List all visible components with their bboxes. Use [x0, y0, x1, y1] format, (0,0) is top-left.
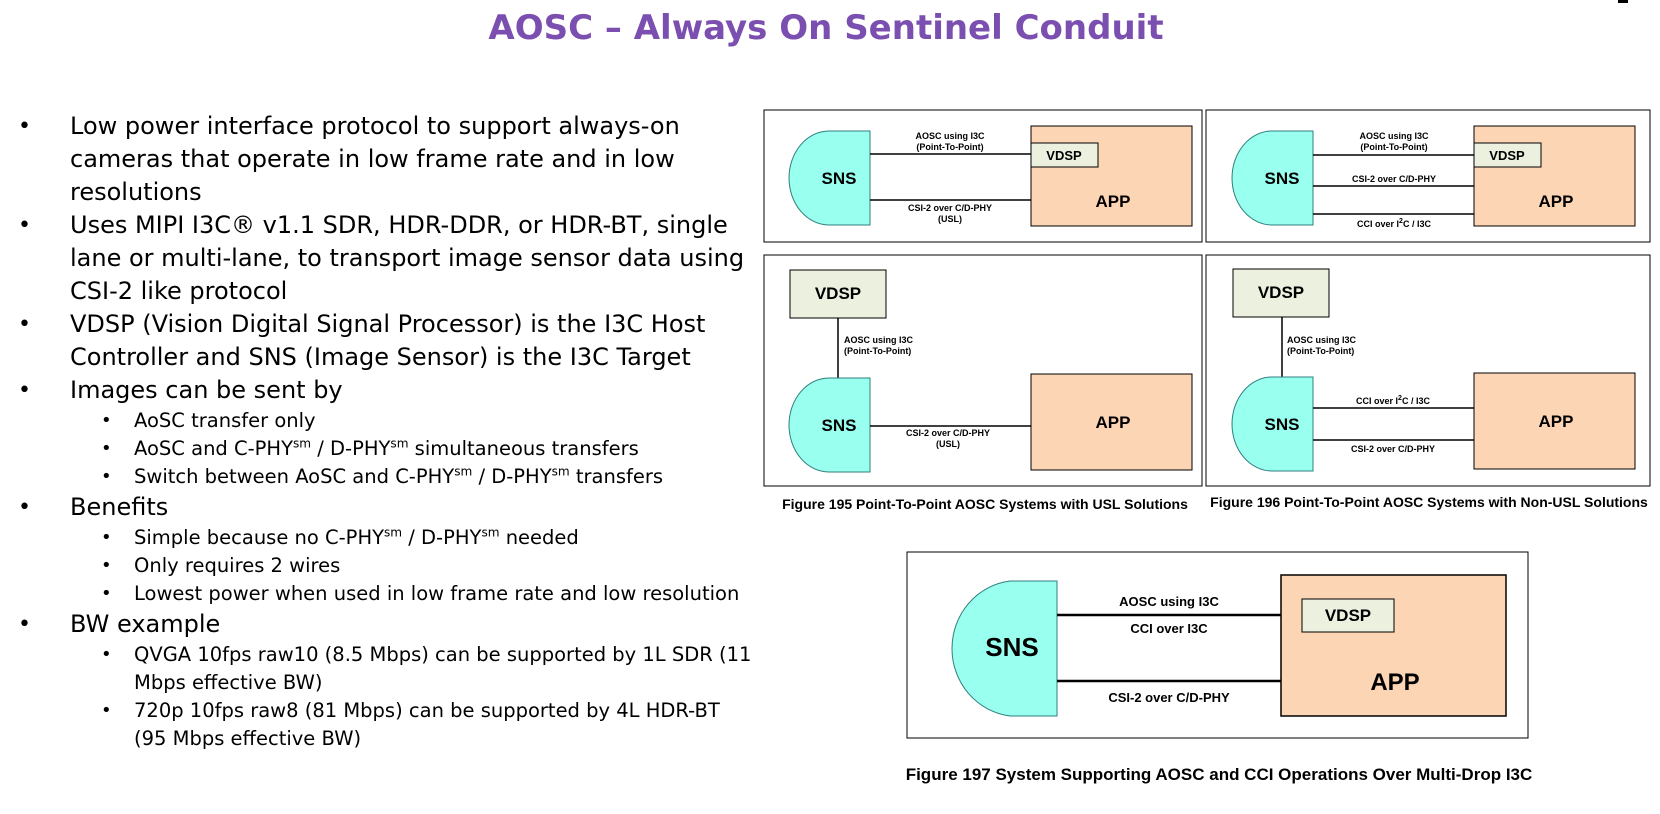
aosc-label: AOSC using I3C [1359, 131, 1429, 141]
bullet-bw-example: BW example [14, 608, 754, 641]
sns-label: SNS [985, 632, 1038, 662]
p2p-label: (Point-To-Point) [1287, 346, 1354, 356]
cci-label: CCI over I3C [1130, 621, 1208, 636]
panel-nonusl-embedded: SNS APP VDSP AOSC using I3C (Point-To-Po… [1205, 109, 1651, 243]
app-label: APP [1539, 192, 1574, 211]
app-block [1030, 373, 1193, 471]
vdsp-block [789, 269, 887, 319]
sub-bullet-qvga: QVGA 10fps raw10 (8.5 Mbps) can be suppo… [14, 641, 754, 697]
csi2-label: CSI-2 over C/D-PHY [1352, 174, 1436, 184]
usl-label: (USL) [938, 214, 962, 224]
p2p-label: (Point-To-Point) [844, 346, 911, 356]
sns-label: SNS [1265, 415, 1300, 434]
panel-multidrop: SNS APP VDSP AOSC using I3C CCI over I3C… [906, 551, 1529, 739]
app-label: APP [1096, 413, 1131, 432]
bullet-mipi-i3c: Uses MIPI I3C® v1.1 SDR, HDR-DDR, or HDR… [14, 209, 760, 308]
csi2-label: CSI-2 over C/D-PHY [908, 203, 992, 213]
panel-frame [763, 254, 1203, 487]
app-block [1030, 125, 1193, 227]
cci-label: CCI over I2C / I3C [1357, 218, 1431, 229]
panel-frame [763, 109, 1203, 243]
bullet-images-sent: Images can be sent by [14, 374, 754, 407]
p2p-label: (Point-To-Point) [916, 142, 983, 152]
figure-197-caption: Figure 197 System Supporting AOSC and CC… [906, 765, 1533, 784]
p2p-label: (Point-To-Point) [1360, 142, 1427, 152]
app-block [1473, 372, 1636, 470]
sub-bullet-simultaneous: AoSC and C-PHYsm / D-PHYsm simultaneous … [14, 435, 754, 463]
sns-block [788, 130, 871, 226]
sub-bullet-lowest-power: Lowest power when used in low frame rate… [14, 580, 754, 608]
vdsp-block [1301, 598, 1395, 633]
panel-nonusl-separate: VDSP AOSC using I3C (Point-To-Point) SNS… [1205, 254, 1651, 487]
vdsp-block [1030, 142, 1099, 168]
vdsp-label: VDSP [1258, 283, 1304, 302]
panel-frame [906, 551, 1529, 739]
panel-usl-embedded: SNS APP VDSP AOSC using I3C (Point-To-Po… [763, 109, 1203, 243]
vdsp-label: VDSP [1489, 148, 1525, 163]
aosc-label: AOSC using I3C [844, 335, 914, 345]
sns-block [788, 377, 871, 473]
vdsp-block [1232, 268, 1330, 318]
figure-195-caption: Figure 195 Point-To-Point AOSC Systems w… [782, 496, 1188, 512]
vdsp-label: VDSP [815, 284, 861, 303]
csi2-label: CSI-2 over C/D-PHY [906, 428, 990, 438]
figure-196-caption: Figure 196 Point-To-Point AOSC Systems w… [1210, 494, 1648, 510]
sub-bullet-simple: Simple because no C-PHYsm / D-PHYsm need… [14, 524, 754, 552]
page-title: AOSC – Always On Sentinel Conduit [488, 8, 1164, 48]
sub-bullet-aosc-only: AoSC transfer only [14, 407, 754, 435]
sub-bullet-switch: Switch between AoSC and C-PHYsm / D-PHYs… [14, 463, 754, 491]
aosc-label: AOSC using I3C [1287, 335, 1357, 345]
corner-mark [1618, 0, 1628, 3]
panel-usl-separate: VDSP AOSC using I3C (Point-To-Point) SNS… [763, 254, 1203, 487]
app-block [1473, 125, 1636, 227]
sub-bullet-two-wires: Only requires 2 wires [14, 552, 754, 580]
sns-label: SNS [822, 169, 857, 188]
panel-frame [1205, 254, 1651, 487]
app-label: APP [1539, 412, 1574, 431]
bullet-vdsp: VDSP (Vision Digital Signal Processor) i… [14, 308, 710, 374]
csi2-label: CSI-2 over C/D-PHY [1351, 444, 1435, 454]
sns-block [951, 580, 1058, 717]
csi2-label: CSI-2 over C/D-PHY [1108, 690, 1230, 705]
aosc-label: AOSC using I3C [1119, 594, 1219, 609]
bullet-low-power: Low power interface protocol to support … [14, 110, 690, 209]
sub-bullet-720p: 720p 10fps raw8 (81 Mbps) can be support… [14, 697, 754, 753]
bullet-benefits: Benefits [14, 491, 754, 524]
panel-frame [1205, 109, 1651, 243]
app-label: APP [1370, 669, 1419, 696]
sns-block [1231, 130, 1314, 226]
vdsp-label: VDSP [1325, 606, 1371, 625]
app-label: APP [1096, 192, 1131, 211]
sns-block [1231, 376, 1314, 472]
usl-label: (USL) [936, 439, 960, 449]
aosc-label: AOSC using I3C [915, 131, 985, 141]
cci-label: CCI over I2C / I3C [1356, 395, 1430, 406]
vdsp-label: VDSP [1046, 148, 1082, 163]
sns-label: SNS [822, 416, 857, 435]
sns-label: SNS [1265, 169, 1300, 188]
bullet-list: Low power interface protocol to support … [14, 110, 754, 753]
